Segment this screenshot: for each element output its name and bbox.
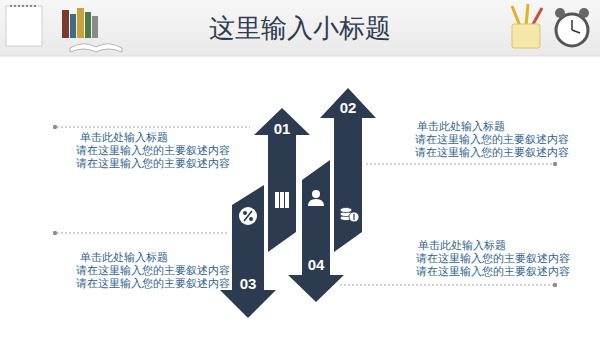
clock-bell [555,8,565,18]
body-text: 请在这里输入您的主要叙述内容 [76,144,230,157]
coin [340,208,352,213]
desk-illustration [512,4,589,48]
body-text: 请在这里输入您的主要叙述内容 [76,264,230,277]
person-head [312,190,320,198]
book-spine [62,10,69,38]
open-book [70,44,122,52]
pencil [532,8,542,26]
arrow-outline [288,160,344,302]
leader-dot [553,283,557,287]
text-heading: 单击此处输入标题 [417,120,505,133]
header-rule [0,56,600,57]
step-number: 04 [308,257,325,273]
percent-icon [239,207,257,225]
text-heading: 单击此处输入标题 [418,239,506,252]
clock-hand [571,20,573,30]
arrow-shape: 04 [288,160,344,302]
leader-dot [53,231,57,235]
clock-hand [572,30,580,33]
text-heading: 单击此处输入标题 [80,131,168,144]
pencil [526,4,528,26]
notebook [6,6,42,46]
body-text: 请在这里输入您的主要叙述内容 [76,277,230,290]
text-heading: 单击此处输入标题 [80,251,168,264]
step-number: 01 [274,121,291,137]
arrow-outline [220,185,276,318]
step-number: 03 [240,276,257,292]
percent-slash [244,211,252,221]
leader-line [340,285,553,286]
percent-dot [249,217,253,221]
book-spine [85,12,91,38]
header-band [0,0,600,56]
leader-dot [553,162,557,166]
alarm-clock [556,14,588,46]
body-text: 请在这里输入您的主要叙述内容 [415,146,569,159]
notebook-spiral [10,5,38,7]
coin-mark [353,214,354,220]
book-shape [280,192,284,208]
body-text: 请在这里输入您的主要叙述内容 [416,252,570,265]
arrow-body [288,160,344,302]
slide-title: 这里输入小标题 [0,12,600,44]
clock-bell [579,8,589,18]
coins-icon [340,208,359,223]
person-icon [308,190,324,206]
leader-dot [53,125,57,129]
icon-disc [239,207,257,225]
pencil-cup [512,24,540,48]
arrow-body [220,185,276,318]
books-icon [275,192,289,208]
leader-line [366,164,553,165]
book-spine [70,14,76,38]
pencil [512,6,520,26]
book-spine [92,16,98,38]
leader-line [57,127,250,128]
person-body [308,199,324,206]
book-shape [275,192,279,208]
book-spine [77,8,84,38]
desk-illustration [6,6,122,52]
coin [349,212,359,222]
body-text: 请在这里输入您的主要叙述内容 [416,265,570,278]
leader-line [57,233,228,234]
percent-dot [243,211,247,215]
book-shape [285,192,289,208]
step-number: 02 [340,100,357,116]
body-text: 请在这里输入您的主要叙述内容 [415,133,569,146]
arrow-shape: 03 [220,185,276,318]
body-text: 请在这里输入您的主要叙述内容 [76,157,230,170]
